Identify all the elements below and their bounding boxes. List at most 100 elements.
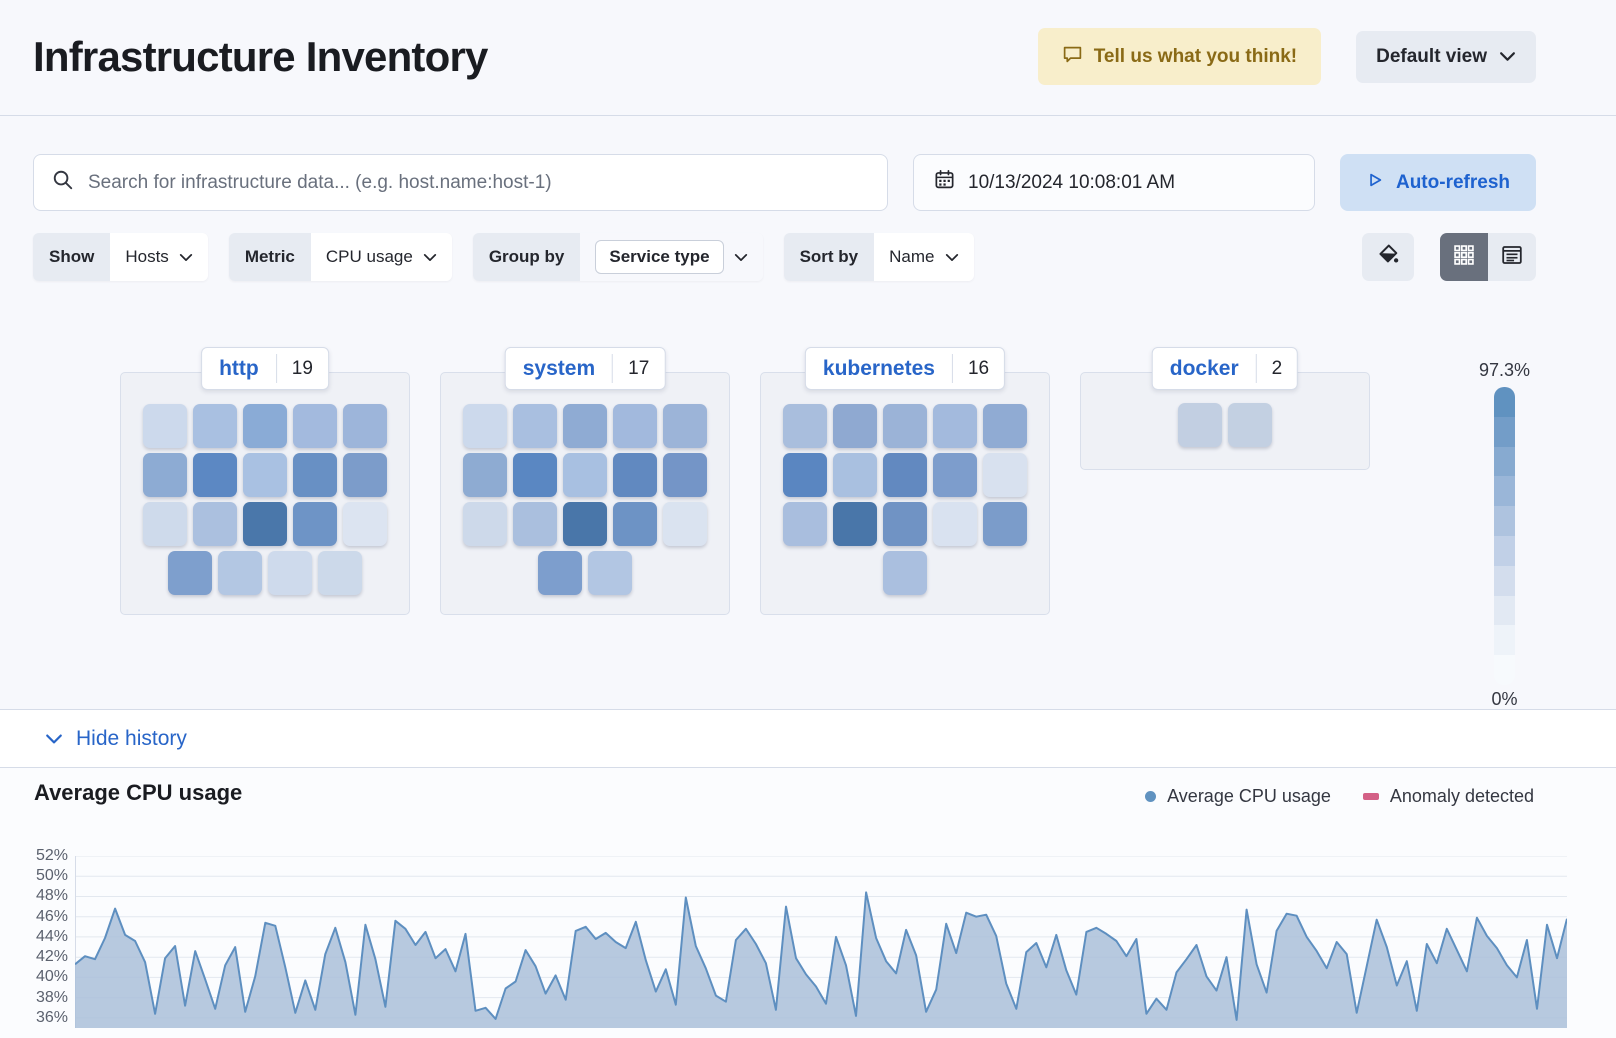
host-tile[interactable] (563, 502, 607, 546)
host-tile[interactable] (168, 551, 212, 595)
host-tile[interactable] (463, 453, 507, 497)
host-tile[interactable] (563, 453, 607, 497)
host-tile[interactable] (833, 502, 877, 546)
host-tile[interactable] (783, 453, 827, 497)
group-card (440, 372, 730, 615)
host-tile[interactable] (833, 453, 877, 497)
host-tile[interactable] (293, 404, 337, 448)
host-tile[interactable] (343, 502, 387, 546)
metric-filter: Metric CPU usage (228, 233, 452, 281)
tile-row (761, 502, 1049, 546)
tile-row (761, 551, 1049, 595)
host-tile[interactable] (933, 453, 977, 497)
search-box (33, 154, 888, 211)
host-tile[interactable] (143, 404, 187, 448)
host-tile[interactable] (243, 453, 287, 497)
host-tile[interactable] (613, 453, 657, 497)
view-selector-button[interactable]: Default view (1356, 30, 1536, 83)
sort-by-filter-dropdown[interactable]: Name (874, 233, 974, 281)
group-name-link[interactable]: http (219, 356, 259, 380)
host-tile[interactable] (318, 551, 362, 595)
page-title: Infrastructure Inventory (33, 32, 488, 80)
host-tile[interactable] (563, 404, 607, 448)
metric-filter-label: Metric (228, 233, 311, 281)
host-tile[interactable] (293, 502, 337, 546)
group-by-filter: Group by Service type (472, 233, 763, 281)
show-filter-dropdown[interactable]: Hosts (110, 233, 208, 281)
host-tile[interactable] (1178, 403, 1222, 447)
host-tile[interactable] (1228, 403, 1272, 447)
chevron-down-icon (423, 253, 436, 261)
group-by-filter-value[interactable]: Service type (595, 240, 724, 274)
host-tile[interactable] (983, 404, 1027, 448)
y-axis-tick: 42% (35, 948, 68, 966)
host-tile[interactable] (883, 453, 927, 497)
filter-bar: Show Hosts Metric CPU usage Group by Ser… (0, 211, 1616, 281)
host-tile[interactable] (933, 404, 977, 448)
host-tile[interactable] (463, 502, 507, 546)
auto-refresh-button[interactable]: Auto-refresh (1340, 154, 1536, 211)
host-tile[interactable] (883, 502, 927, 546)
host-tile[interactable] (243, 502, 287, 546)
group-by-filter-dropdown[interactable]: Service type (580, 233, 763, 281)
color-scale-bar (1493, 387, 1515, 685)
group-name-link[interactable]: docker (1169, 356, 1239, 380)
host-tile[interactable] (783, 404, 827, 448)
host-tile[interactable] (293, 453, 337, 497)
host-tile[interactable] (933, 502, 977, 546)
tile-row (441, 502, 729, 546)
host-tile[interactable] (513, 502, 557, 546)
host-tile[interactable] (193, 453, 237, 497)
host-tile[interactable] (613, 502, 657, 546)
host-tile[interactable] (663, 502, 707, 546)
host-tile[interactable] (513, 404, 557, 448)
host-tile[interactable] (193, 502, 237, 546)
host-tile[interactable] (538, 551, 582, 595)
host-tile[interactable] (983, 453, 1027, 497)
page-header: Infrastructure Inventory Tell us what yo… (0, 0, 1616, 115)
metric-filter-dropdown[interactable]: CPU usage (310, 233, 452, 281)
palette-button[interactable] (1362, 233, 1414, 281)
group-name-link[interactable]: kubernetes (822, 356, 935, 380)
host-tile[interactable] (193, 404, 237, 448)
host-tile[interactable] (143, 502, 187, 546)
host-tile[interactable] (663, 404, 707, 448)
host-tile[interactable] (343, 453, 387, 497)
host-tile[interactable] (343, 404, 387, 448)
datepicker-button[interactable]: 10/13/2024 10:08:01 AM (913, 154, 1315, 211)
host-tile[interactable] (613, 404, 657, 448)
chevron-down-icon (734, 253, 747, 261)
host-tile[interactable] (783, 502, 827, 546)
tile-row (761, 453, 1049, 497)
legend-item-anomaly-detected[interactable]: Anomaly detected (1362, 786, 1534, 807)
host-tile[interactable] (513, 453, 557, 497)
y-axis-tick: 40% (35, 968, 68, 986)
scale-step (1493, 625, 1515, 656)
group-card (760, 372, 1050, 615)
host-tile[interactable] (268, 551, 312, 595)
chevron-down-icon (46, 734, 62, 743)
chart-legend: Average CPU usage Anomaly detected (1145, 786, 1534, 807)
hide-history-toggle[interactable]: Hide history (45, 727, 187, 751)
sort-by-filter-label: Sort by (783, 233, 875, 281)
host-tile[interactable] (883, 404, 927, 448)
feedback-button[interactable]: Tell us what you think! (1037, 28, 1322, 85)
y-axis-tick: 50% (35, 867, 68, 885)
host-tile[interactable] (833, 404, 877, 448)
map-view-button[interactable] (1440, 233, 1488, 281)
host-tile[interactable] (463, 404, 507, 448)
search-input[interactable] (88, 171, 869, 194)
host-tile[interactable] (218, 551, 262, 595)
host-tile[interactable] (883, 551, 927, 595)
host-tile[interactable] (588, 551, 632, 595)
table-view-button[interactable] (1488, 233, 1536, 281)
host-tile[interactable] (983, 502, 1027, 546)
host-tile[interactable] (143, 453, 187, 497)
y-axis-tick: 44% (35, 927, 68, 945)
y-axis-tick: 36% (35, 1008, 68, 1026)
legend-item-average-cpu-usage[interactable]: Average CPU usage (1145, 786, 1331, 807)
host-tile[interactable] (243, 404, 287, 448)
group-name-link[interactable]: system (522, 356, 596, 380)
tile-row (121, 404, 409, 448)
host-tile[interactable] (663, 453, 707, 497)
